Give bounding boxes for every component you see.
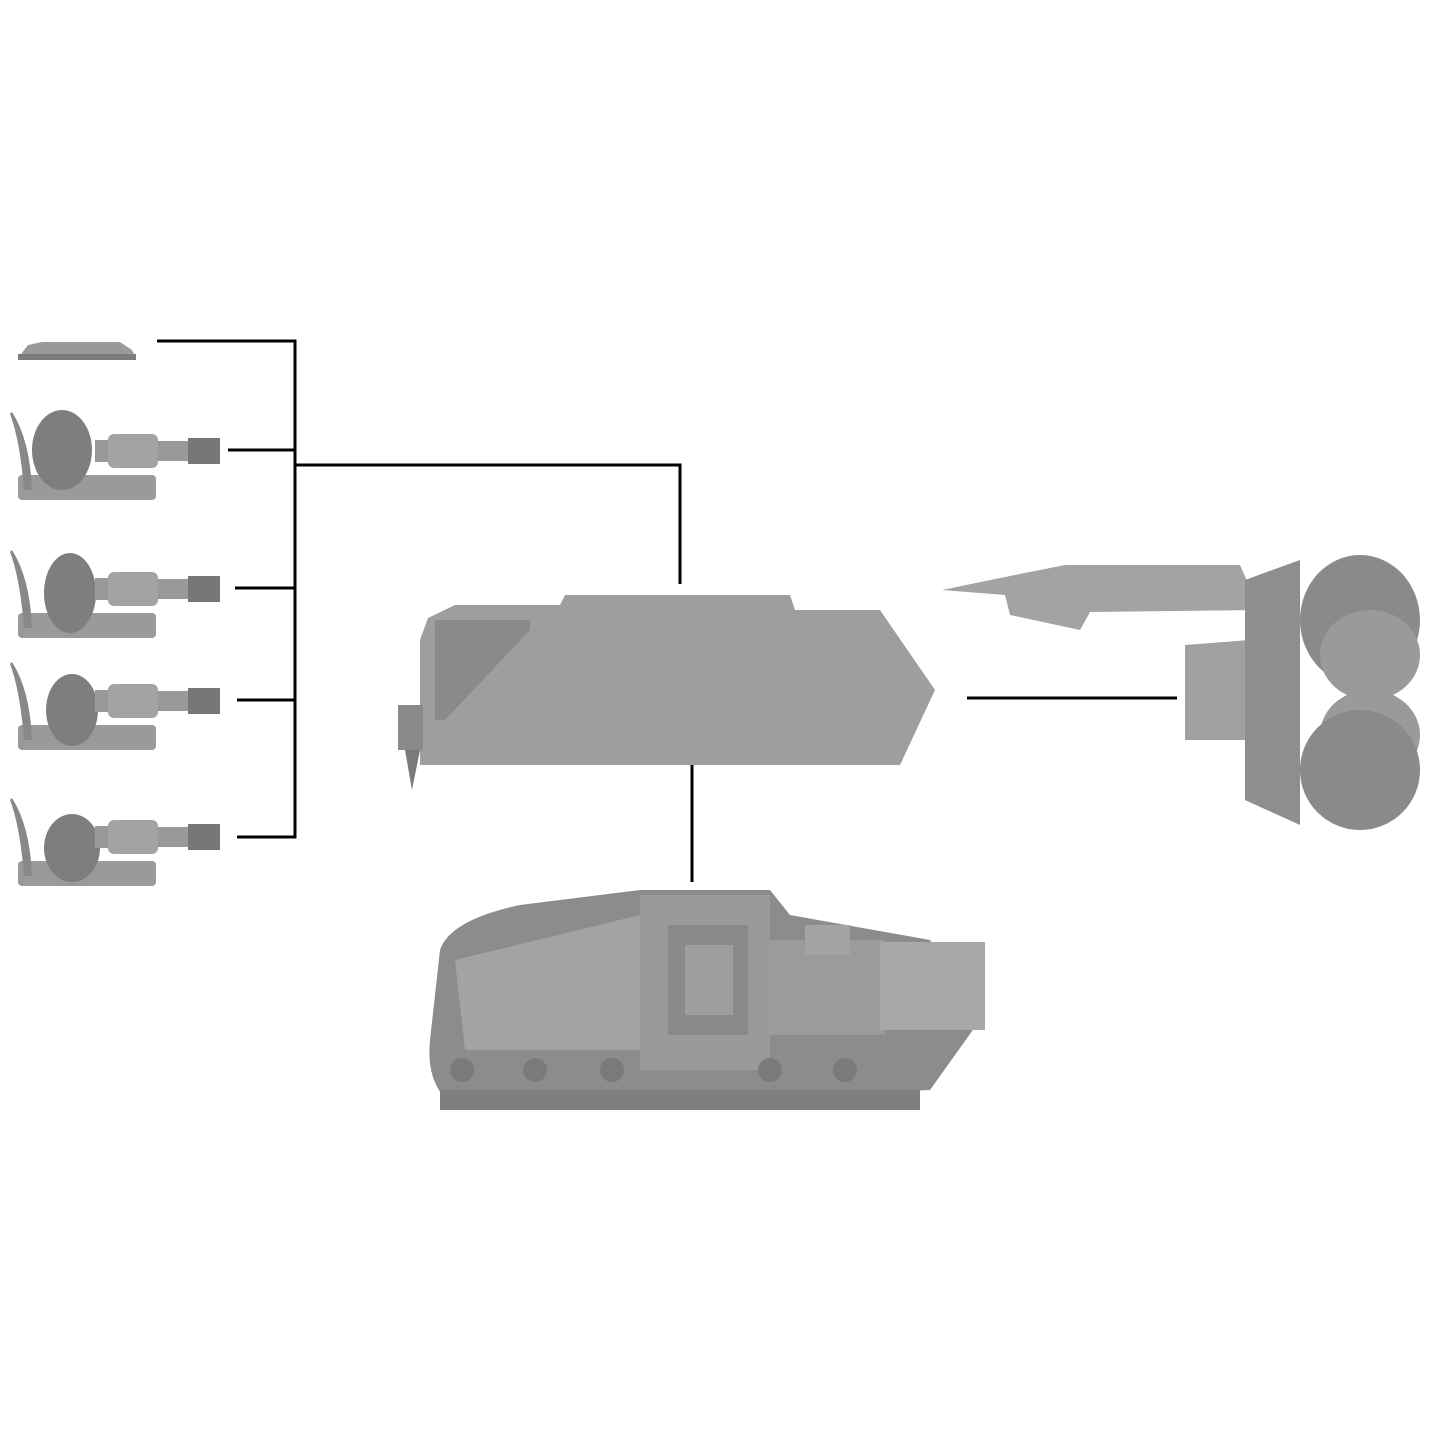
drill-attachment-part <box>942 555 1420 830</box>
hatch-cover-part <box>18 342 136 360</box>
drill-heads <box>1300 555 1420 830</box>
road-wheels <box>450 1058 857 1082</box>
connector-to-hull <box>295 463 682 584</box>
gunner-beret-part <box>10 798 220 886</box>
hull-part <box>398 595 935 790</box>
chassis-part <box>429 890 985 1110</box>
gunner-helmet-part <box>10 550 220 638</box>
gunner-parts <box>10 410 220 886</box>
gunner-hooded-part <box>10 410 220 500</box>
gunner-cap-part <box>10 662 220 750</box>
